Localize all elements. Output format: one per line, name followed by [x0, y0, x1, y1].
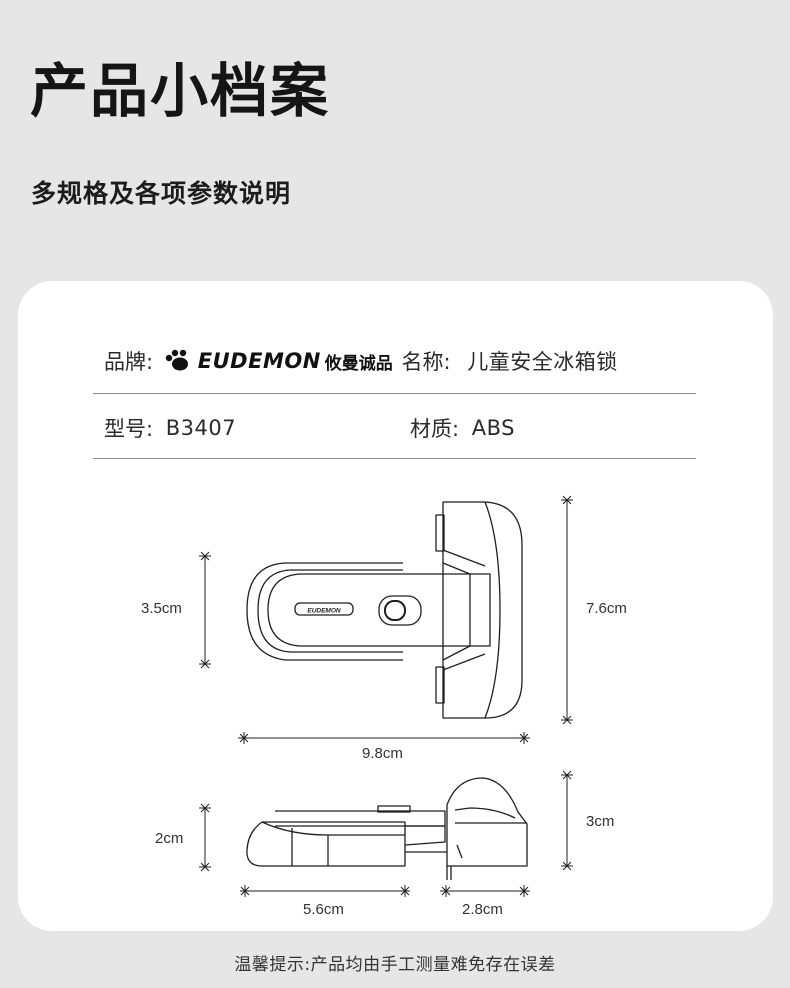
dim-side-length-right: 2.8cm: [462, 901, 503, 918]
name-value: 儿童安全冰箱锁: [467, 350, 618, 374]
dim-side-height-right: 3cm: [586, 813, 615, 830]
page-title: 产品小档案: [30, 57, 331, 125]
side-view-drawing: [246, 777, 528, 880]
model-label: 型号:: [104, 417, 154, 441]
material-value: ABS: [471, 416, 515, 440]
dim-top-total-height: 7.6cm: [586, 600, 627, 617]
material-label: 材质:: [410, 417, 460, 441]
dim-top-length: 9.8cm: [362, 745, 403, 762]
dimension-lines: [199, 495, 573, 897]
page-subtitle: 多规格及各项参数说明: [31, 179, 292, 208]
model-value: B3407: [165, 416, 237, 440]
brand-name-row: 品牌: EUDEMON 攸曼诚品 名称: 儿童安全冰箱锁: [104, 346, 618, 376]
brand-wordmark: EUDEMON: [197, 349, 321, 373]
spec-card: [18, 281, 773, 931]
footer-note: 温馨提示:产品均由手工测量难免存在误差: [234, 955, 556, 975]
model-row: 型号: B3407: [104, 413, 236, 443]
paw-icon: [165, 349, 188, 371]
material-row: 材质: ABS: [410, 413, 515, 443]
brand-chinese-name: 攸曼诚品: [324, 353, 393, 374]
brand-logo: EUDEMON 攸曼诚品: [164, 349, 393, 374]
brand-label: 品牌:: [104, 350, 154, 374]
dim-top-height: 3.5cm: [141, 600, 182, 617]
divider-bottom: [93, 458, 696, 459]
product-logo-text: EUDEMON: [307, 608, 341, 615]
dim-side-length-left: 5.6cm: [303, 901, 344, 918]
dim-side-height-left: 2cm: [155, 830, 184, 847]
divider-top: [93, 393, 696, 394]
name-label: 名称:: [401, 350, 451, 374]
top-view-drawing: [246, 501, 523, 719]
